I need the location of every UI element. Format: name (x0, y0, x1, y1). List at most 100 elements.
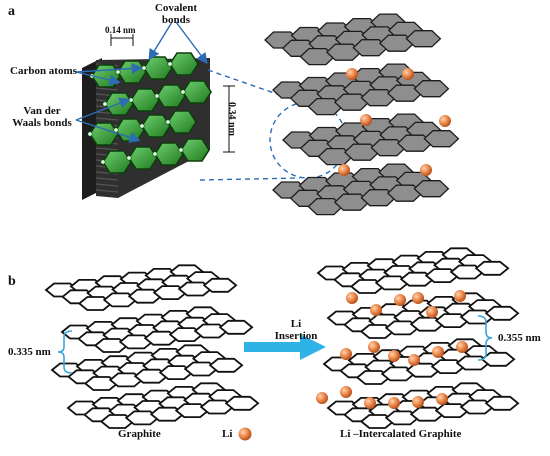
green-hex (169, 52, 199, 76)
gray-graphene-layers (264, 13, 460, 216)
graphite-layer-2 (60, 306, 254, 353)
arrow-line-1: Li (290, 318, 302, 330)
graphite-layer-4 (66, 382, 260, 429)
gray-layer-4 (272, 163, 450, 216)
graphite-layer-1 (44, 264, 238, 311)
green-hex (143, 56, 173, 80)
stack-line (95, 147, 119, 151)
li-ion (388, 350, 400, 362)
panel-b-letter: b (8, 274, 16, 289)
vdw-line-2: Waals bonds (12, 117, 72, 129)
stack-line (95, 87, 119, 91)
green-hex (156, 84, 186, 108)
panel-a-letter: a (8, 4, 15, 19)
intercalated-spacing-label: 0.355 nm (498, 332, 541, 344)
graphite-layer-3 (50, 344, 244, 391)
li-ion (402, 68, 414, 80)
graphite-caption: Graphite (118, 428, 161, 440)
li-ion (346, 68, 358, 80)
li-ion (432, 346, 444, 358)
hex-cell (208, 357, 244, 373)
li-ion (412, 292, 424, 304)
li-ion (340, 386, 352, 398)
graphene-honeycomb (87, 52, 212, 174)
bond-length-marker (110, 34, 134, 46)
li-ion (439, 115, 451, 127)
hex-cell (202, 277, 238, 293)
li-ion (412, 396, 424, 408)
li-ion (436, 393, 448, 405)
li-ions-panel-a (338, 68, 451, 176)
li-caption: Li (222, 428, 233, 440)
li-ion (340, 348, 352, 360)
stack-line (95, 183, 119, 187)
intercalated-layer-2 (326, 292, 520, 339)
green-hex (154, 142, 184, 166)
interlayer-marker (223, 85, 235, 153)
hex-cell (474, 260, 510, 276)
carbon-atom (128, 97, 134, 103)
green-hex (141, 114, 171, 138)
li-ion (420, 164, 432, 176)
li-ion (426, 306, 438, 318)
arrow-line-2: Insertion (274, 330, 318, 342)
carbon-atom (152, 151, 158, 157)
li-ion (408, 354, 420, 366)
carbon-atom (87, 131, 93, 137)
carbon-atom (126, 155, 132, 161)
annotation-arrows (75, 21, 208, 143)
hex-cell (484, 395, 520, 411)
green-hex (180, 138, 210, 162)
intercalated-spacing-bracket (477, 315, 493, 361)
li-insertion-arrow (244, 334, 326, 360)
hex-cell (480, 351, 516, 367)
hex-cell (218, 319, 254, 335)
covalent-bonds-label: Covalent bonds (150, 2, 202, 26)
li-ion (394, 294, 406, 306)
hex-cell (484, 305, 520, 321)
carbon-atom (154, 93, 160, 99)
carbon-atom (167, 61, 173, 67)
gray-layer-2 (272, 63, 450, 116)
li-ion (346, 292, 358, 304)
hex-cell (413, 80, 450, 98)
hex-cell (413, 180, 450, 198)
gray-layer-3 (282, 113, 460, 166)
green-hex (117, 60, 147, 84)
graphite-spacing-bracket (57, 330, 73, 374)
graphite-layers (44, 264, 260, 429)
graphite-block-3d (82, 52, 212, 200)
covalent-line-1: Covalent (154, 2, 198, 14)
carbon-atoms-label: Carbon atoms (10, 65, 77, 77)
vdw-line-1: Van der (23, 105, 61, 117)
li-ion (338, 164, 350, 176)
li-ion (456, 341, 468, 353)
li-ion (368, 341, 380, 353)
carbon-atom (180, 89, 186, 95)
li-ion (388, 397, 400, 409)
intercalated-layer-1 (316, 247, 510, 294)
carbon-atom (115, 69, 121, 75)
green-hex (128, 146, 158, 170)
green-hex (167, 110, 197, 134)
hex-cell (405, 30, 442, 48)
green-hex (102, 150, 132, 174)
interlayer-label: 0.34 nm (225, 102, 237, 136)
li-ion (370, 304, 382, 316)
li-ion (316, 392, 328, 404)
carbon-atom (178, 147, 184, 153)
intercalated-caption: Li –Intercalated Graphite (340, 428, 462, 440)
bond-length-label: 0.14 nm (105, 25, 136, 35)
li-ion (360, 114, 372, 126)
li-ion (454, 290, 466, 302)
covalent-line-2: bonds (161, 14, 191, 26)
intercalated-layer-4 (326, 382, 520, 429)
green-hex (91, 64, 121, 88)
hex-cell (423, 130, 460, 148)
stack-line (95, 117, 119, 121)
stack-line (95, 189, 119, 193)
graphite-spacing-label: 0.335 nm (8, 346, 51, 358)
li-ions-panel-b (316, 290, 468, 409)
green-hex (130, 88, 160, 112)
